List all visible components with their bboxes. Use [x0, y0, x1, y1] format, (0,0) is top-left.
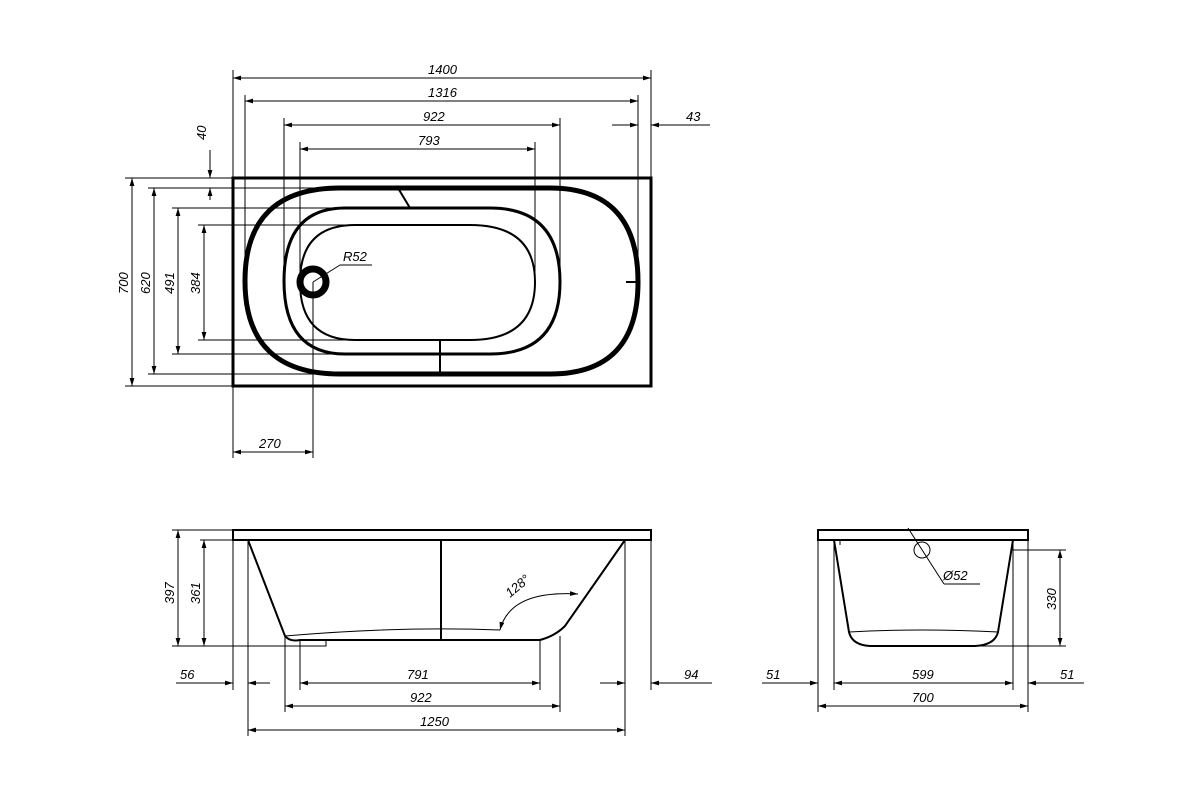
dim-700-end: 700	[912, 690, 934, 705]
side-view: 128° 397 361 56 94	[162, 529, 712, 736]
dim-922-side: 922	[410, 690, 432, 705]
dim-270: 270	[258, 436, 281, 451]
end-view-body	[833, 539, 1014, 647]
dim-51-left: 51	[766, 667, 780, 682]
end-dims: 330 51 599 51 700	[762, 540, 1084, 712]
top-view-seam-top	[397, 187, 411, 209]
dim-43: 43	[686, 109, 701, 124]
dim-94: 94	[684, 667, 698, 682]
side-view-body	[247, 539, 626, 642]
dim-51-right: 51	[1060, 667, 1074, 682]
overflow-leader	[907, 527, 945, 585]
drain-radius-label: R52	[343, 249, 368, 264]
dim-620: 620	[138, 272, 153, 294]
top-view-outline	[231, 176, 653, 388]
dim-491: 491	[162, 272, 177, 294]
dim-1400: 1400	[428, 62, 458, 77]
end-view-floor	[848, 629, 999, 633]
dim-397: 397	[162, 582, 177, 604]
dim-1316: 1316	[428, 85, 458, 100]
dim-793: 793	[418, 133, 440, 148]
angle-label: 128°	[502, 572, 532, 601]
dim-599: 599	[912, 667, 934, 682]
dim-791: 791	[407, 667, 429, 682]
top-view: R52 1400 1316 922 793 43	[116, 62, 710, 458]
top-view-bottom-oval	[298, 224, 537, 341]
dim-922-top: 922	[423, 109, 445, 124]
side-dims: 397 361 56 94 791 922	[162, 529, 712, 736]
top-view-outer-oval	[242, 185, 641, 377]
end-view-rim	[817, 529, 1029, 541]
end-view: Ø52 330 51 599 51 700	[762, 527, 1084, 712]
dim-361: 361	[188, 582, 203, 604]
dim-384: 384	[188, 272, 203, 294]
top-dims-horizontal: 1400 1316 922 793 43 270	[232, 62, 710, 458]
side-view-floor	[284, 628, 501, 637]
overflow-diameter-label: Ø52	[942, 568, 968, 583]
top-dims-vertical: 40 700 620 491 384	[116, 125, 355, 387]
dim-56: 56	[180, 667, 195, 682]
side-view-rim	[232, 529, 652, 541]
angle-arc	[499, 591, 579, 631]
dim-330: 330	[1044, 588, 1059, 610]
dim-700-top: 700	[116, 272, 131, 294]
overflow-icon	[913, 541, 931, 559]
side-view-drain	[299, 639, 327, 647]
top-view-inner-oval	[282, 206, 562, 356]
dim-1250: 1250	[420, 714, 450, 729]
drain-leader	[312, 264, 341, 283]
dim-40: 40	[194, 125, 209, 140]
